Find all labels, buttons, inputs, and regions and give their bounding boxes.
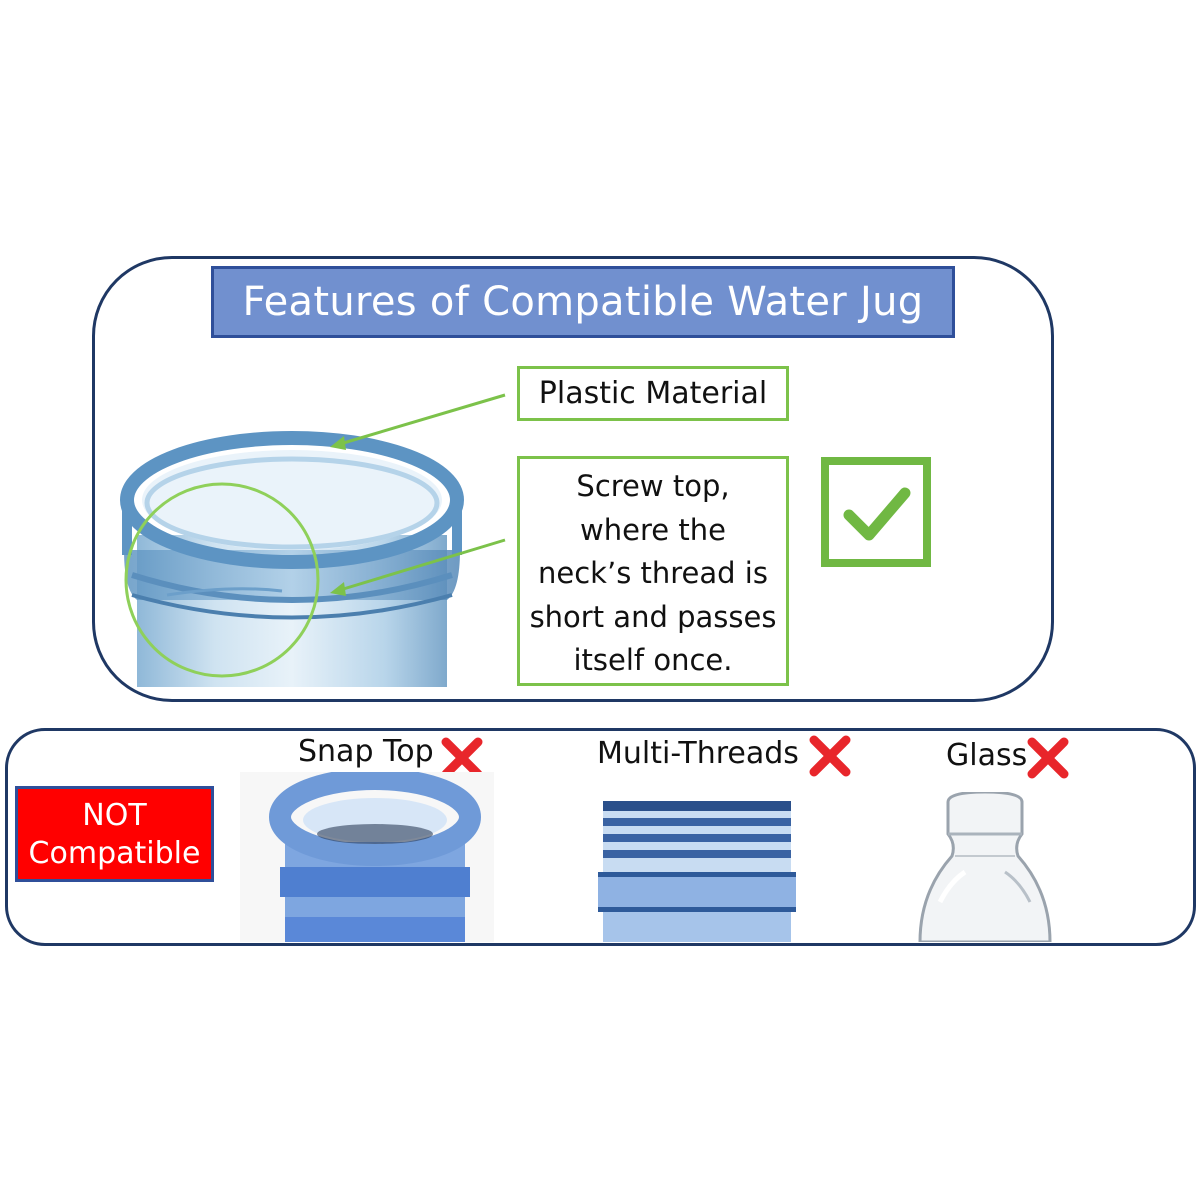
compatible-jug-image [120, 431, 464, 687]
option-label-multi-threads: Multi-Threads [597, 736, 799, 771]
glass-bottle-image [918, 792, 1052, 942]
checkmark-icon [821, 457, 931, 567]
not-compatible-badge: NOT Compatible [15, 786, 214, 882]
option-label-glass: Glass [946, 738, 1028, 773]
red-x-icon [1027, 737, 1069, 779]
snap-top-image [240, 772, 494, 942]
page-title: Features of Compatible Water Jug [211, 266, 955, 338]
plastic-material-label: Plastic Material [517, 366, 789, 421]
red-x-icon [809, 735, 851, 777]
option-label-snap-top: Snap Top [298, 734, 434, 769]
badge-line-2: Compatible [28, 836, 201, 871]
badge-line-1: NOT [82, 798, 147, 833]
multi-threads-image [598, 801, 796, 942]
screw-top-description: Screw top, where the neck’s thread is sh… [517, 456, 789, 686]
red-x-icon [441, 737, 483, 779]
